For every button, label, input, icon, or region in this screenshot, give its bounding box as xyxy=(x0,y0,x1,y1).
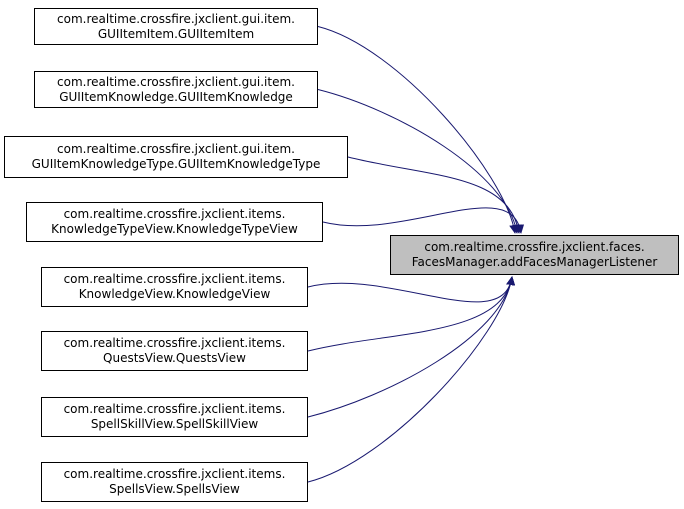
node-package-label: com.realtime.crossfire.jxclient.items. xyxy=(63,207,286,221)
call-edge-n6 xyxy=(307,276,516,352)
call-edge-n8 xyxy=(307,276,516,483)
call-edge-n5 xyxy=(307,276,516,303)
caller-node-knowledgeview[interactable]: com.realtime.crossfire.jxclient.items. K… xyxy=(41,267,308,307)
node-package-label: com.realtime.crossfire.jxclient.items. xyxy=(63,336,286,350)
node-method-label: SpellsView.SpellsView xyxy=(109,482,240,496)
caller-node-guiitemknowledge[interactable]: com.realtime.crossfire.jxclient.gui.item… xyxy=(34,71,318,108)
call-edge-n4 xyxy=(322,207,525,234)
node-package-label: com.realtime.crossfire.jxclient.gui.item… xyxy=(57,11,295,26)
caller-node-questsview[interactable]: com.realtime.crossfire.jxclient.items. Q… xyxy=(41,331,308,371)
target-package-label: com.realtime.crossfire.jxclient.faces. xyxy=(424,240,645,254)
caller-node-guiitemitem[interactable]: com.realtime.crossfire.jxclient.gui.item… xyxy=(34,8,318,45)
caller-node-knowledgetypeview[interactable]: com.realtime.crossfire.jxclient.items. K… xyxy=(26,202,323,242)
call-edge-n7 xyxy=(307,276,516,418)
node-method-label: GUIItemKnowledge.GUIItemKnowledge xyxy=(59,89,293,104)
caller-node-guiitemknowledgetype[interactable]: com.realtime.crossfire.jxclient.gui.item… xyxy=(4,136,348,178)
call-edge-n2 xyxy=(317,89,521,234)
node-method-label: SpellSkillView.SpellSkillView xyxy=(90,417,259,431)
call-edge-n3 xyxy=(347,156,523,234)
node-method-label: GUIItemItem.GUIItemItem xyxy=(97,26,255,41)
node-package-label: com.realtime.crossfire.jxclient.items. xyxy=(63,402,286,416)
node-method-label: KnowledgeView.KnowledgeView xyxy=(78,287,271,301)
caller-node-spellskillview[interactable]: com.realtime.crossfire.jxclient.items. S… xyxy=(41,397,308,437)
caller-node-spellsview[interactable]: com.realtime.crossfire.jxclient.items. S… xyxy=(41,462,308,502)
node-method-label: QuestsView.QuestsView xyxy=(103,351,246,365)
target-method-label: FacesManager.addFacesManagerListener xyxy=(411,255,658,269)
node-package-label: com.realtime.crossfire.jxclient.gui.item… xyxy=(57,74,295,89)
node-method-label: KnowledgeTypeView.KnowledgeTypeView xyxy=(51,222,298,236)
node-package-label: com.realtime.crossfire.jxclient.items. xyxy=(63,272,286,286)
node-package-label: com.realtime.crossfire.jxclient.gui.item… xyxy=(57,142,295,156)
node-package-label: com.realtime.crossfire.jxclient.items. xyxy=(63,467,286,481)
node-method-label: GUIItemKnowledgeType.GUIItemKnowledgeTyp… xyxy=(31,157,321,171)
target-node-addfacesmanagerlistener[interactable]: com.realtime.crossfire.jxclient.faces. F… xyxy=(390,235,679,275)
